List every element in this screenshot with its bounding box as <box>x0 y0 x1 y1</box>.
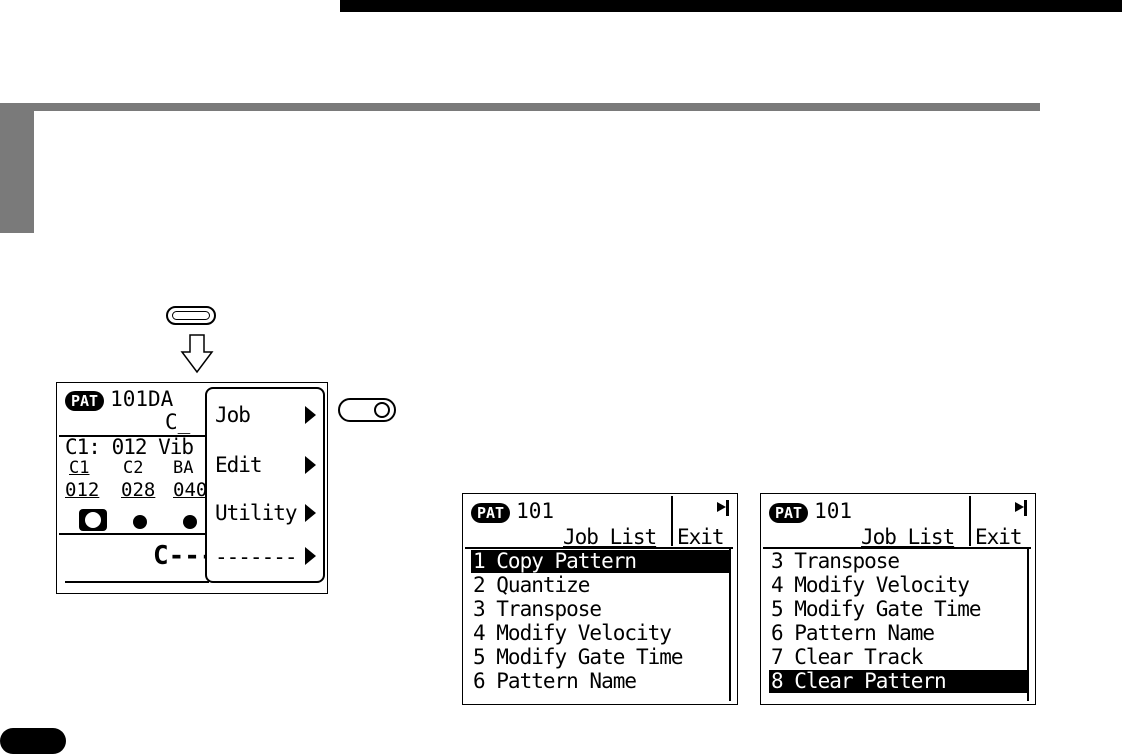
track-label-3[interactable]: BA <box>173 458 194 478</box>
triangle-right-icon <box>305 456 316 474</box>
job-hardware-button[interactable] <box>166 306 216 325</box>
lcd-divider <box>465 547 733 549</box>
exit-button[interactable]: Exit <box>677 525 725 549</box>
header-separator <box>969 496 971 546</box>
lcd-divider <box>763 547 1031 549</box>
track-value-3: 040 <box>173 479 208 501</box>
track-value-2: 028 <box>121 479 156 501</box>
track-label-2[interactable]: C2 <box>123 458 144 478</box>
job-list-item[interactable]: 4 Modify Velocity <box>473 621 672 645</box>
menu-item-edit[interactable]: Edit <box>215 453 263 477</box>
menu-item-job[interactable]: Job <box>215 403 251 427</box>
triangle-right-icon <box>305 504 316 522</box>
job-list-item[interactable]: 6 Pattern Name <box>771 621 935 645</box>
job-list-item[interactable]: 3 Transpose <box>771 549 900 573</box>
job-list-item[interactable]: 8 Clear Pattern <box>769 670 1027 693</box>
select-knob-button[interactable] <box>338 398 396 422</box>
track-value-1: 012 <box>65 479 100 501</box>
menu-item-blank[interactable]: ------- <box>215 545 298 569</box>
page-number-badge <box>0 728 66 754</box>
pat-badge: PAT <box>471 503 511 523</box>
flag-icon <box>717 500 729 516</box>
job-list-item[interactable]: 2 Quantize <box>473 573 590 597</box>
job-list-title: Job List <box>861 525 955 549</box>
section-rule <box>0 103 1040 111</box>
pat-badge: PAT <box>769 503 809 523</box>
lcd-divider <box>59 533 209 535</box>
lcd-divider <box>59 435 209 437</box>
track-indicator <box>183 515 197 529</box>
top-header-bar <box>340 0 1122 12</box>
job-list-item[interactable]: 6 Pattern Name <box>473 669 637 693</box>
scrollbar[interactable] <box>729 549 731 701</box>
pattern-number: 101 <box>814 499 853 523</box>
lcd-divider <box>65 581 209 583</box>
menu-item-utility[interactable]: Utility <box>215 501 298 525</box>
pattern-number: 101DA <box>110 387 174 411</box>
triangle-right-icon <box>305 406 316 424</box>
track-info: C1: 012 Vib <box>65 435 194 459</box>
header-separator <box>671 496 673 546</box>
job-list-item[interactable]: 1 Copy Pattern <box>471 550 729 573</box>
flag-icon <box>1015 500 1027 516</box>
job-list-item[interactable]: 3 Transpose <box>473 597 602 621</box>
mode-label: C_ <box>165 410 191 434</box>
pat-badge: PAT <box>65 391 105 411</box>
job-list-item[interactable]: 5 Modify Gate Time <box>473 645 684 669</box>
job-list-item[interactable]: 4 Modify Velocity <box>771 573 970 597</box>
selected-track-indicator <box>79 509 107 531</box>
scrollbar[interactable] <box>1027 549 1029 701</box>
exit-button[interactable]: Exit <box>975 525 1023 549</box>
down-arrow-icon <box>180 334 214 374</box>
popup-menu: Job Edit Utility ------- <box>205 387 325 583</box>
section-side-tab <box>0 111 34 233</box>
triangle-right-icon <box>305 547 316 565</box>
job-list-item[interactable]: 7 Clear Track <box>771 645 923 669</box>
track-indicator <box>133 515 147 529</box>
track-label-1[interactable]: C1 <box>69 458 90 478</box>
job-list-item[interactable]: 5 Modify Gate Time <box>771 597 982 621</box>
job-list-title: Job List <box>563 525 657 549</box>
pattern-number: 101 <box>516 499 555 523</box>
